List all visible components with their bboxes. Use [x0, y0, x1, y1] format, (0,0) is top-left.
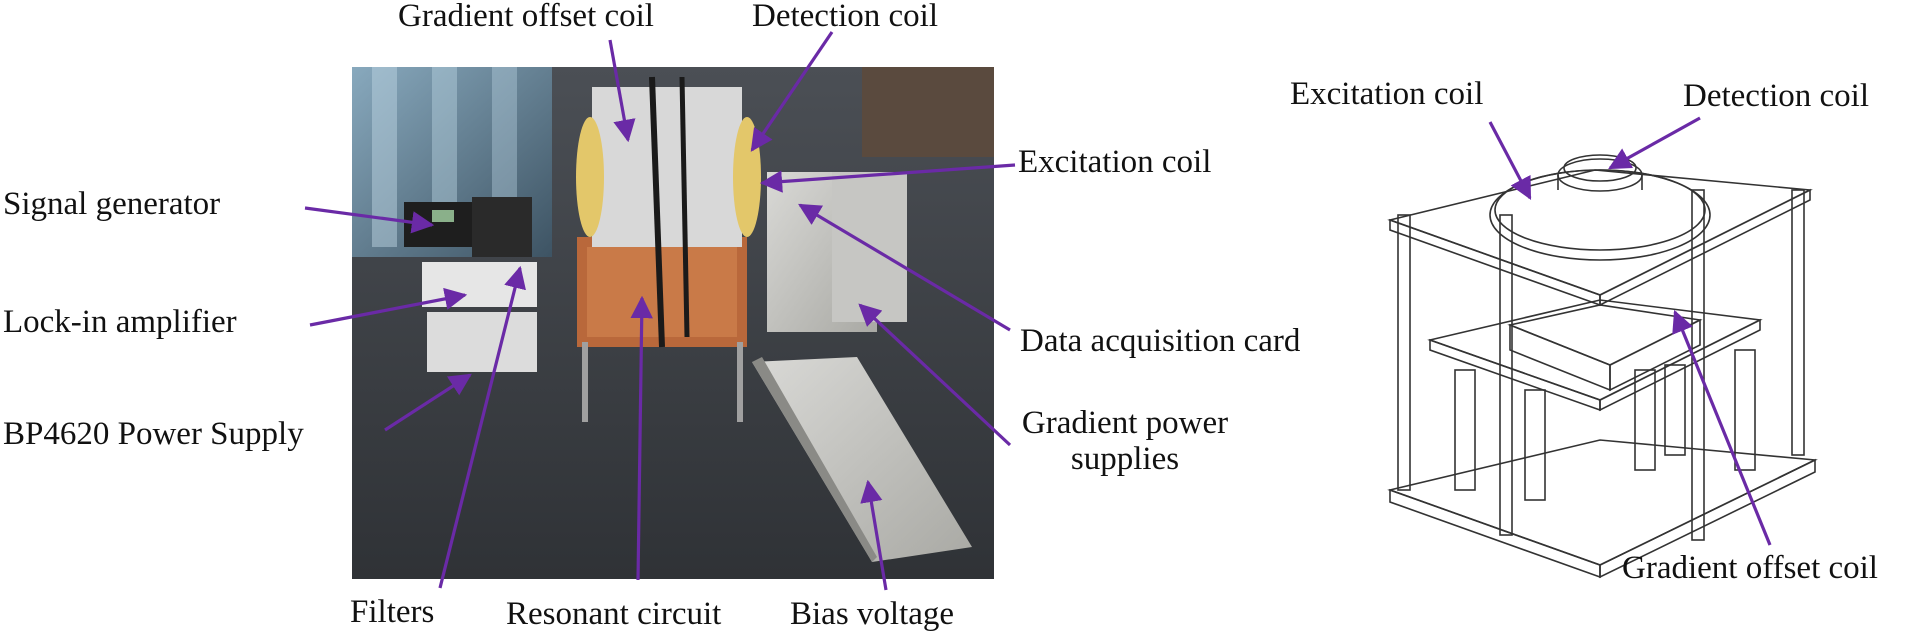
label-right-excitation-coil: Excitation coil: [1290, 76, 1484, 112]
label-right-detection-coil: Detection coil: [1683, 78, 1870, 114]
label-bp4620-power-supply: BP4620 Power Supply: [3, 416, 304, 452]
coil-assembly-drawing: [1387, 154, 1818, 579]
lab-setup-photo: [352, 67, 994, 579]
label-resonant-circuit: Resonant circuit: [506, 596, 722, 632]
label-right-gradient-offset-coil: Gradient offset coil: [1622, 550, 1878, 586]
label-lock-in-amplifier: Lock-in amplifier: [3, 304, 237, 340]
label-excitation-coil: Excitation coil: [1018, 144, 1212, 180]
label-filters: Filters: [350, 594, 435, 630]
label-detection-coil: Detection coil: [752, 0, 939, 34]
label-data-acquisition-card: Data acquisition card: [1020, 323, 1301, 359]
label-bias-voltage: Bias voltage: [790, 596, 955, 632]
label-gradient-power-supplies: Gradient power supplies: [1021, 405, 1229, 477]
label-gradient-offset-coil: Gradient offset coil: [398, 0, 654, 34]
label-signal-generator: Signal generator: [3, 186, 221, 222]
